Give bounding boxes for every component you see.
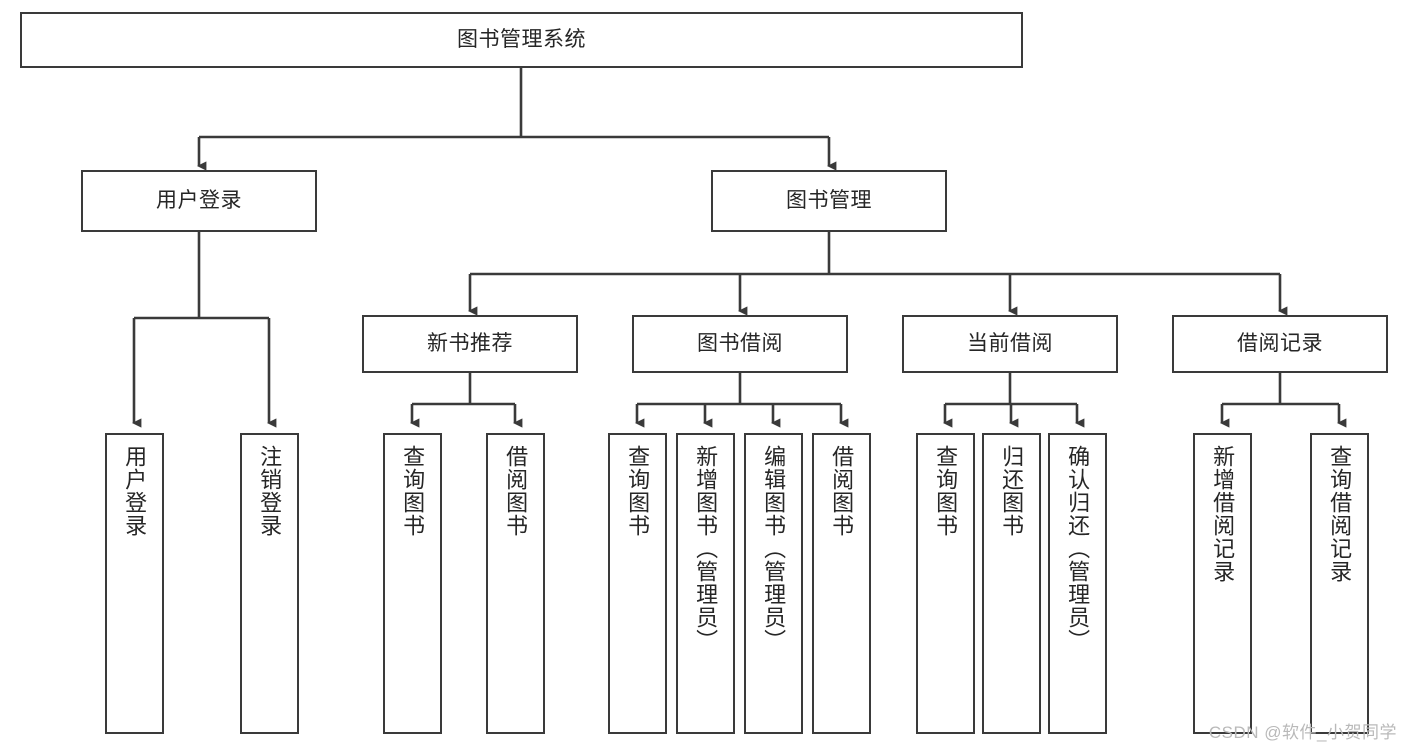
node-book-management[interactable]: 图书管理 — [711, 170, 947, 232]
node-book-borrow[interactable]: 图书借阅 — [632, 315, 848, 373]
node-label: 借阅记录 — [1237, 332, 1323, 356]
leaf-new-book-query-book[interactable]: 查询图书 — [383, 433, 442, 734]
node-label: 注销登录 — [257, 445, 283, 537]
leaf-current-borrow-query-book[interactable]: 查询图书 — [916, 433, 975, 734]
node-user-login[interactable]: 用户登录 — [81, 170, 317, 232]
leaf-borrow-record-query-record[interactable]: 查询借阅记录 — [1310, 433, 1369, 734]
leaf-current-borrow-confirm-return-admin[interactable]: 确认归还（管理员） — [1048, 433, 1107, 734]
csdn-watermark: CSDN @软件_小贺同学 — [1208, 723, 1397, 742]
node-label: 查询图书 — [933, 445, 959, 537]
leaf-book-borrow-query-book[interactable]: 查询图书 — [608, 433, 667, 734]
node-label: 借阅图书 — [503, 445, 529, 537]
node-label: 查询图书 — [625, 445, 651, 537]
node-label: 确认归还（管理员） — [1065, 445, 1091, 652]
node-label: 新书推荐 — [427, 332, 513, 356]
leaf-borrow-record-add-record[interactable]: 新增借阅记录 — [1193, 433, 1252, 734]
leaf-new-book-borrow-book[interactable]: 借阅图书 — [486, 433, 545, 734]
leaf-book-borrow-borrow-book[interactable]: 借阅图书 — [812, 433, 871, 734]
leaf-user-login-logout[interactable]: 注销登录 — [240, 433, 299, 734]
node-label: 图书借阅 — [697, 332, 783, 356]
node-label: 归还图书 — [999, 445, 1025, 537]
leaf-user-login-login[interactable]: 用户登录 — [105, 433, 164, 734]
node-root-book-management-system[interactable]: 图书管理系统 — [20, 12, 1023, 68]
node-new-book-recommend[interactable]: 新书推荐 — [362, 315, 578, 373]
node-label: 查询图书 — [400, 445, 426, 537]
node-borrow-record[interactable]: 借阅记录 — [1172, 315, 1388, 373]
node-label: 新增图书（管理员） — [693, 445, 719, 652]
node-label: 图书管理系统 — [457, 28, 586, 52]
leaf-current-borrow-return-book[interactable]: 归还图书 — [982, 433, 1041, 734]
node-label: 用户登录 — [122, 445, 148, 537]
node-label: 查询借阅记录 — [1327, 445, 1353, 583]
node-current-borrow[interactable]: 当前借阅 — [902, 315, 1118, 373]
leaf-book-borrow-edit-book-admin[interactable]: 编辑图书（管理员） — [744, 433, 803, 734]
leaf-book-borrow-add-book-admin[interactable]: 新增图书（管理员） — [676, 433, 735, 734]
node-label: 新增借阅记录 — [1210, 445, 1236, 583]
node-label: 编辑图书（管理员） — [761, 445, 787, 652]
node-label: 借阅图书 — [829, 445, 855, 537]
node-label: 图书管理 — [786, 189, 872, 213]
node-label: 当前借阅 — [967, 332, 1053, 356]
node-label: 用户登录 — [156, 189, 242, 213]
